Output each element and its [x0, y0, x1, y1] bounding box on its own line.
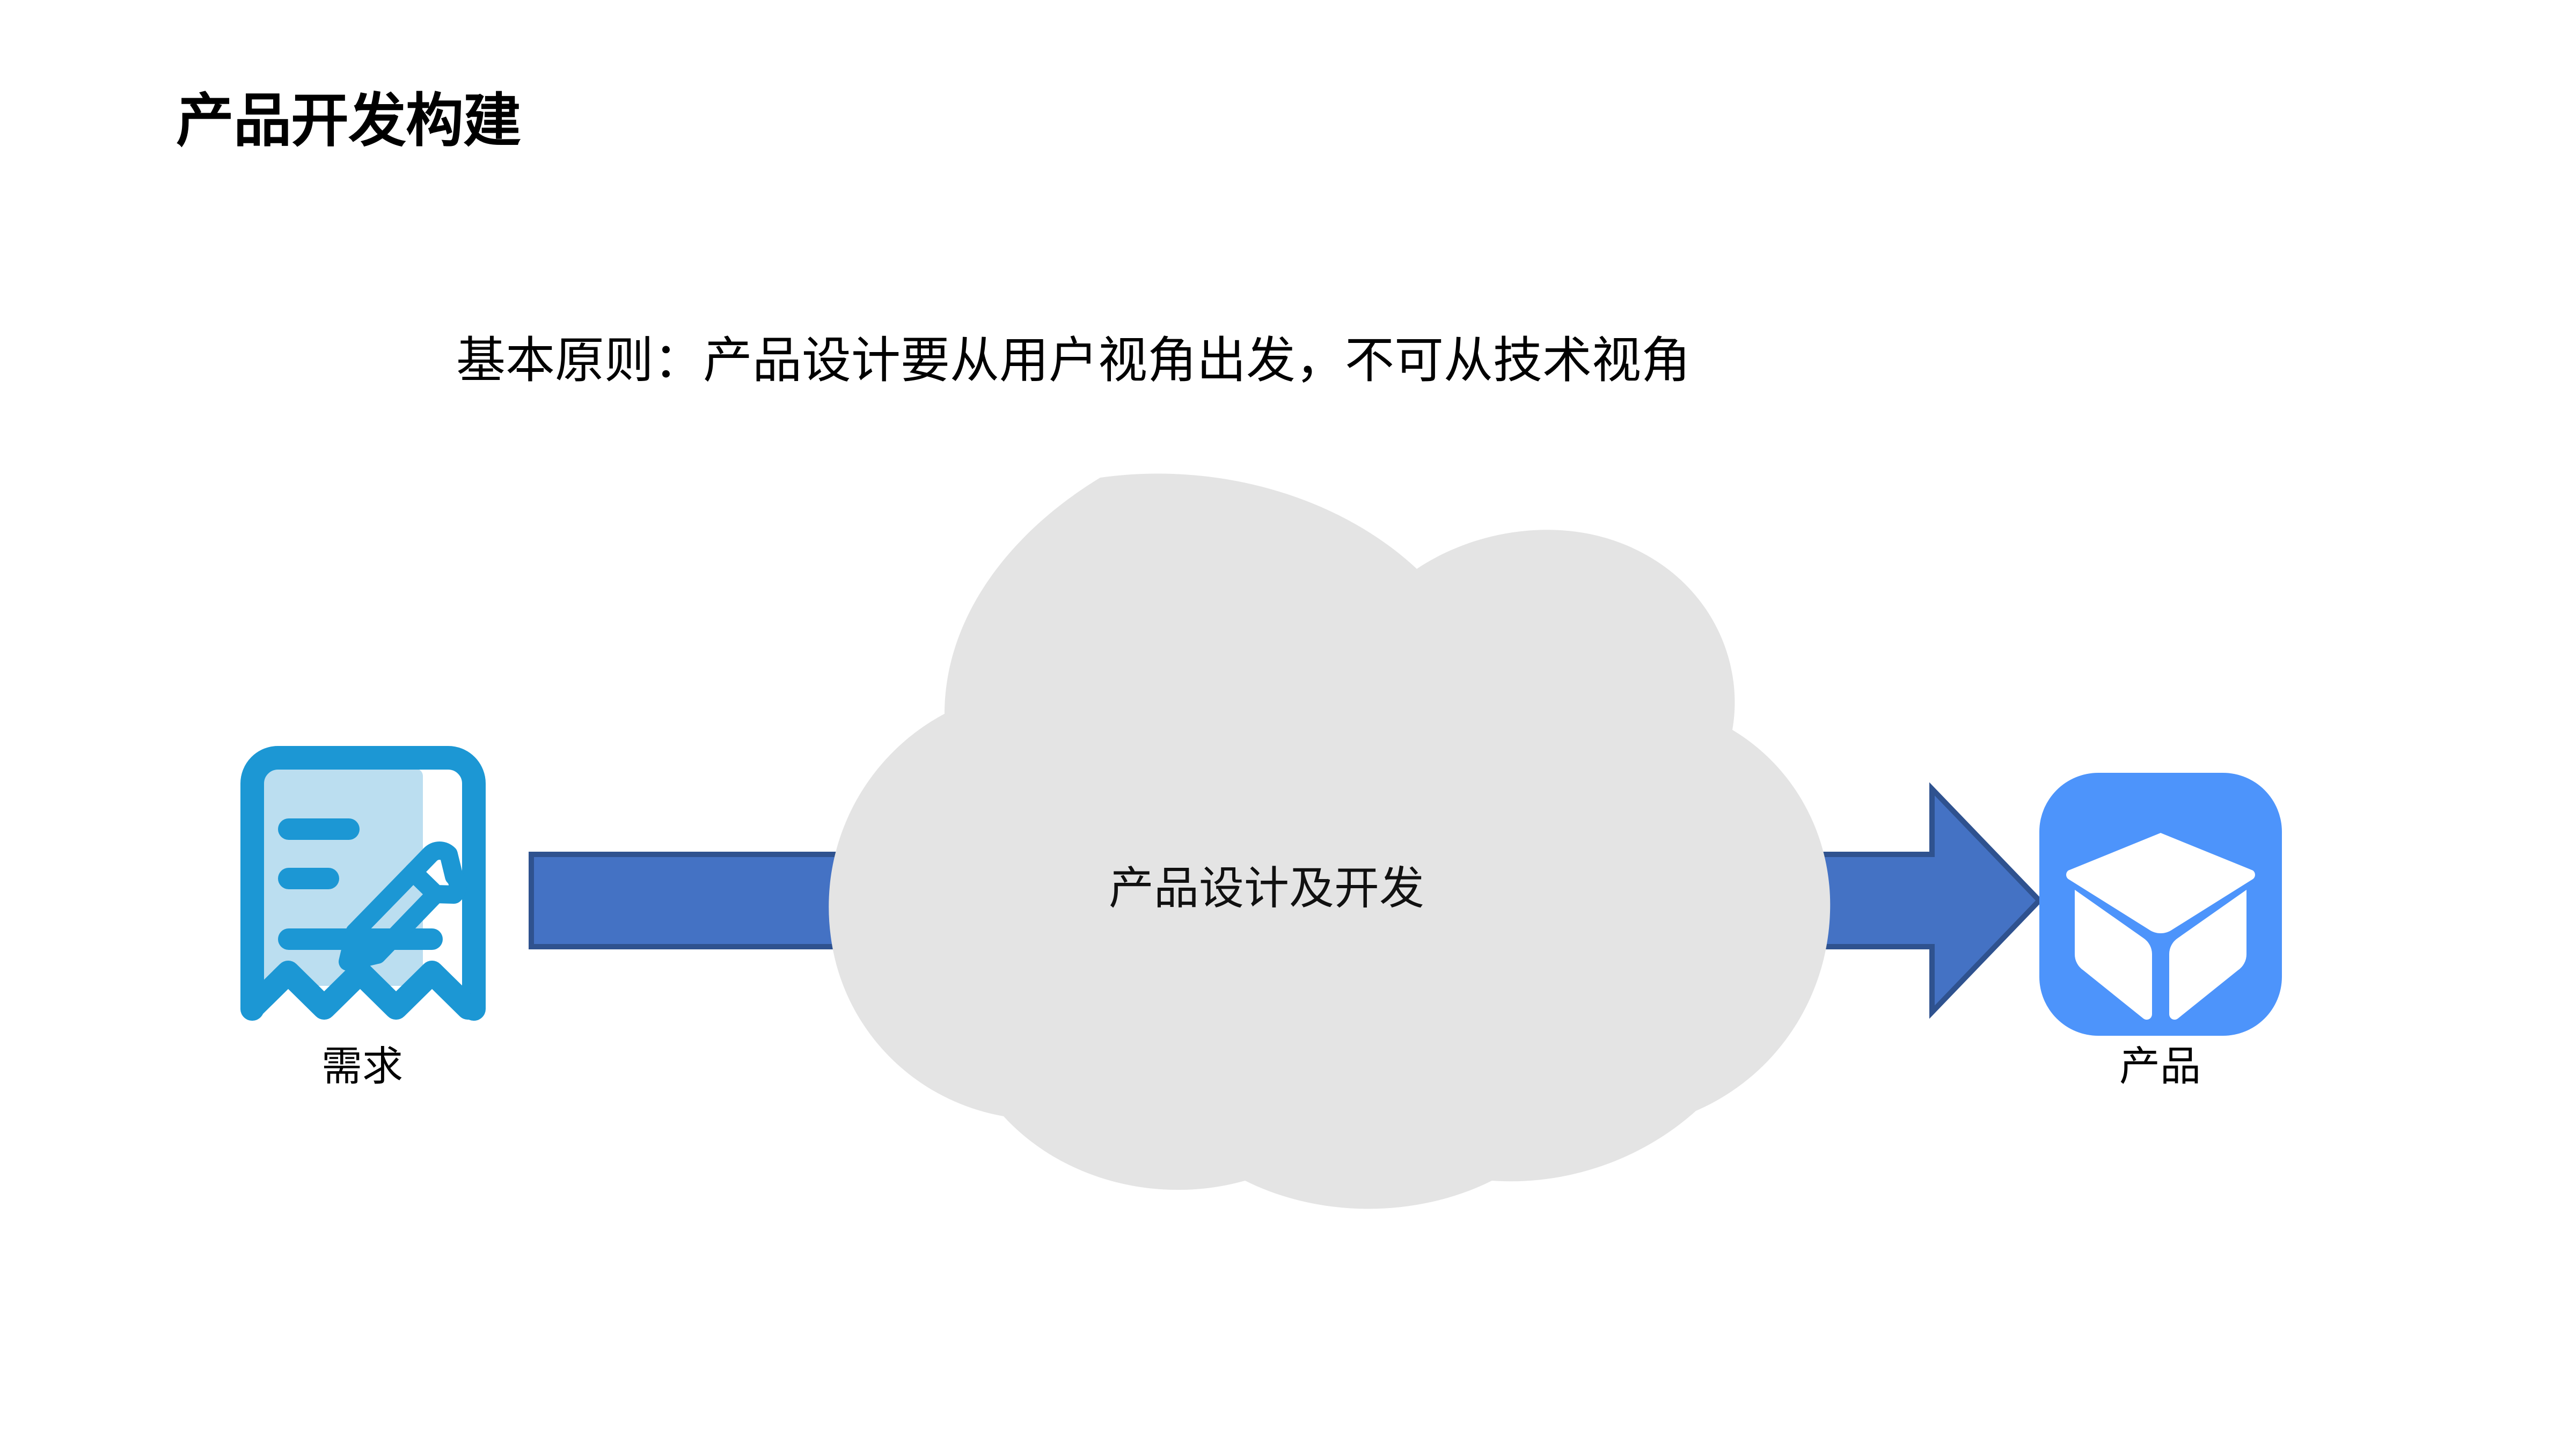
- product-node-caption: 产品: [2119, 1044, 2201, 1089]
- slide-subtitle: 基本原则：产品设计要从用户视角出发，不可从技术视角: [456, 333, 1690, 388]
- cube-box-icon: [2039, 773, 2282, 1036]
- cloud-shape: [829, 473, 1831, 1209]
- cloud-process-label: 产品设计及开发: [1108, 863, 1424, 913]
- document-edit-icon: [240, 746, 486, 1021]
- arrow-left: [529, 852, 861, 949]
- page-title: 产品开发构建: [176, 88, 521, 153]
- requirement-node-caption: 需求: [321, 1044, 403, 1089]
